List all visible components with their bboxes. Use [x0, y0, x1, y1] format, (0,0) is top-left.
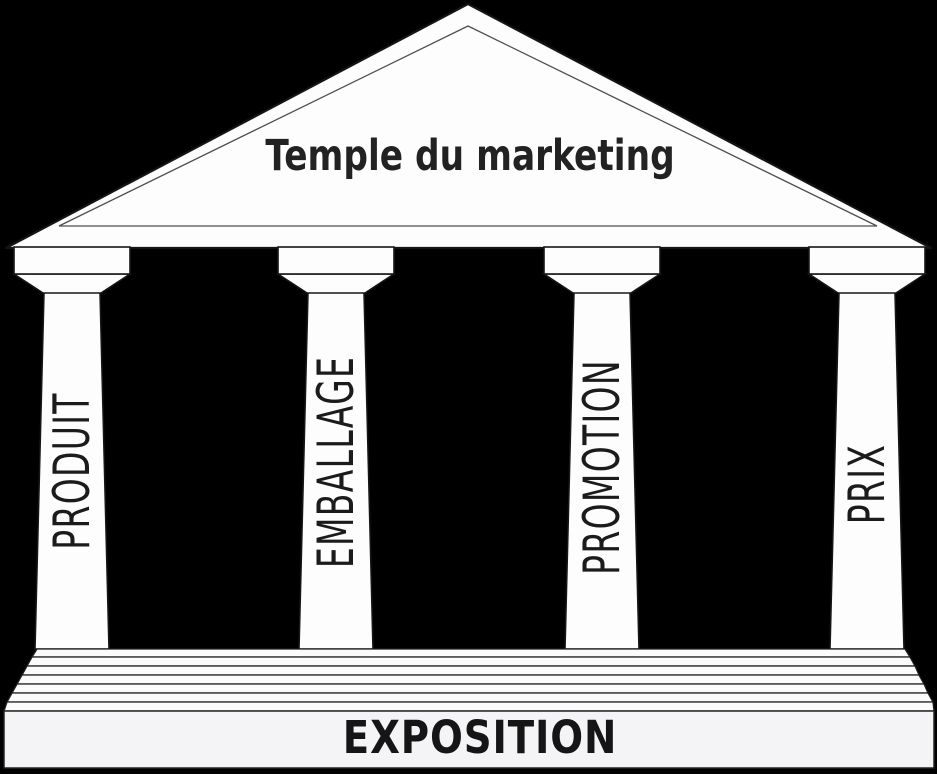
base-plinth — [3, 710, 935, 769]
pillar-emballage-label: EMBALLAGE — [307, 356, 365, 568]
pillar-prix-abacus — [808, 246, 926, 275]
temple-title: Temple du marketing — [265, 131, 674, 181]
stylobate-steps — [3, 648, 935, 712]
pillar-produit-label: PRODUIT — [43, 392, 101, 549]
pillar-emballage-abacus — [277, 246, 395, 275]
base-label: EXPOSITION — [343, 711, 617, 764]
pillar-prix-label: PRIX — [838, 444, 896, 524]
pillar-promotion: PROMOTION — [541, 246, 663, 650]
step-6 — [5, 692, 935, 703]
pillar-emballage: EMBALLAGE — [275, 246, 397, 650]
pediment — [4, 2, 933, 250]
pediment-inner-border — [58, 25, 878, 227]
pillar-produit-abacus — [13, 246, 131, 275]
step-7 — [3, 701, 935, 712]
step-3 — [20, 665, 921, 676]
pillar-promotion-label: PROMOTION — [573, 359, 631, 575]
pillar-produit: PRODUIT — [11, 246, 133, 650]
step-1 — [30, 648, 912, 658]
pillar-prix: PRIX — [806, 246, 928, 650]
step-5 — [10, 683, 930, 694]
step-4 — [15, 674, 926, 685]
pillar-promotion-abacus — [543, 246, 661, 275]
step-2 — [25, 656, 917, 667]
